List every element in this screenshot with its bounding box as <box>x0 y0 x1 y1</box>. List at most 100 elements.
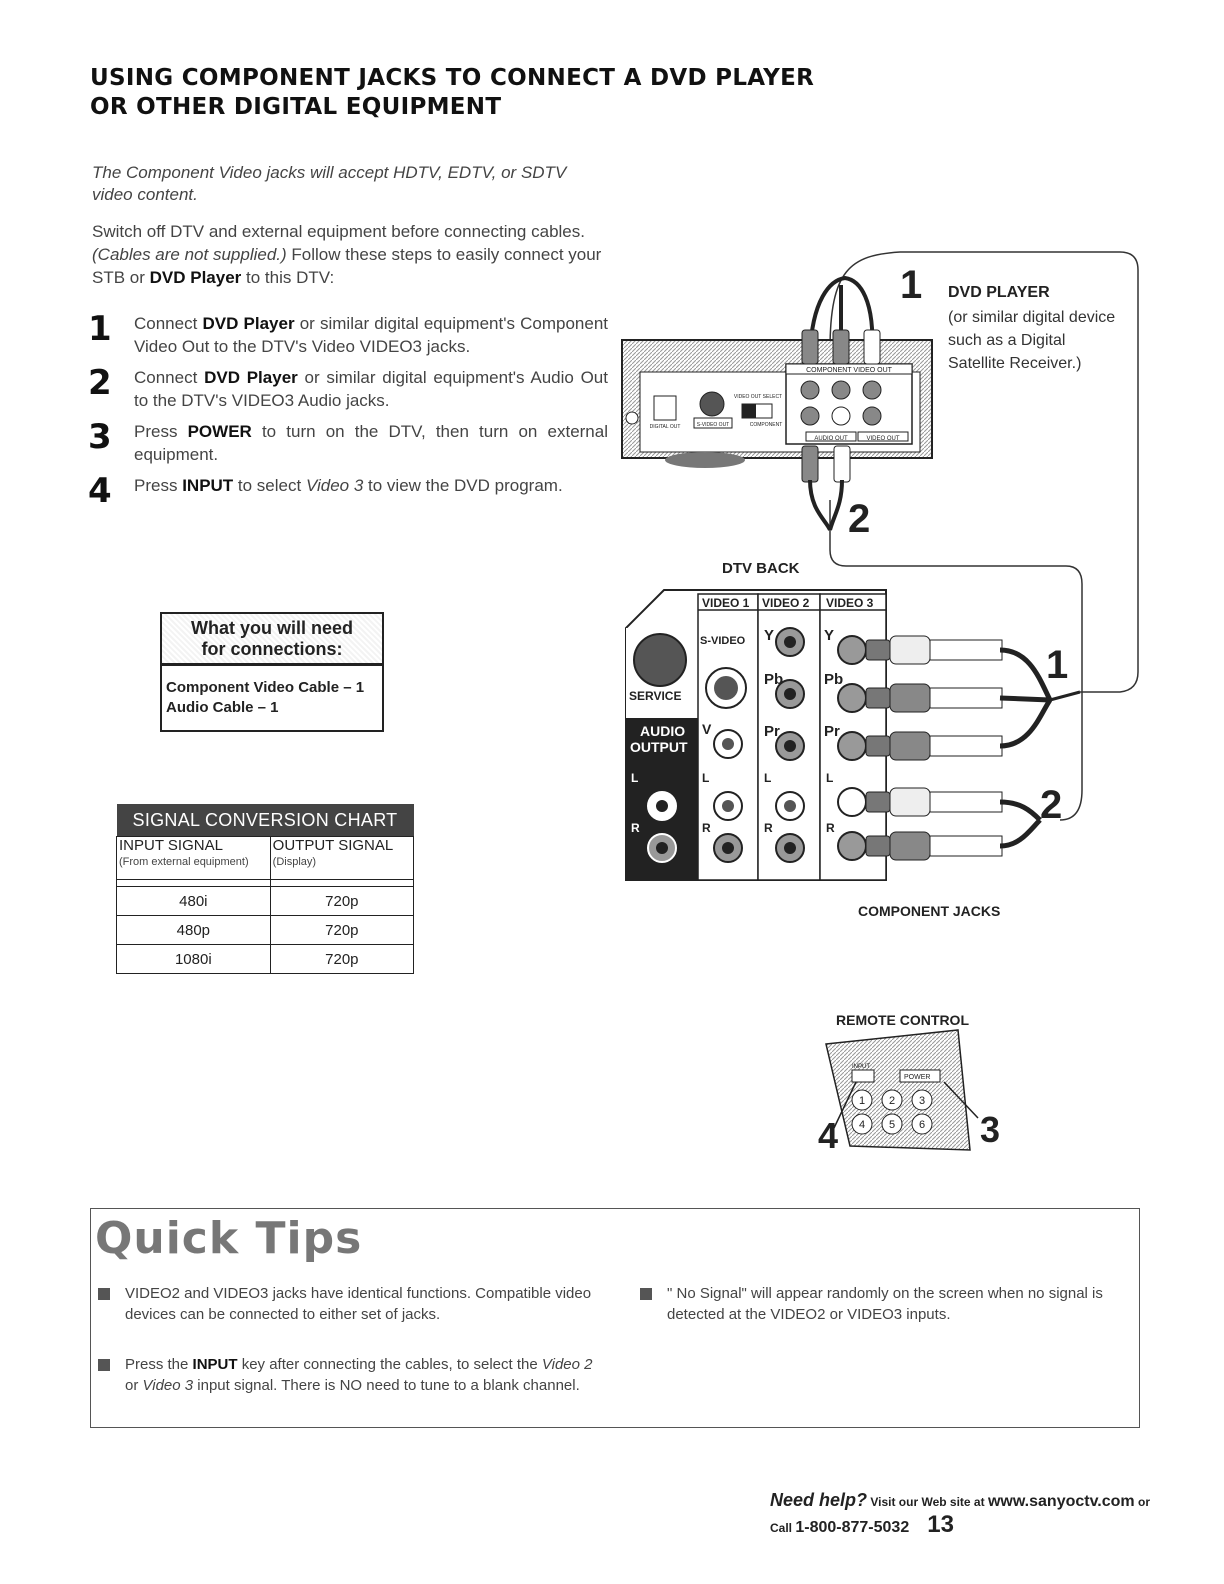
intro-italic: The Component Video jacks will accept HD… <box>92 163 567 204</box>
intro-bold: DVD Player <box>149 268 242 287</box>
callout-2-top: 2 <box>848 497 870 541</box>
step-text: Connect DVD Player or similar digital eq… <box>134 368 608 410</box>
intro-italic-note: (Cables are not supplied.) <box>92 245 287 264</box>
dvd-player-label: DVD PLAYER <box>948 284 1050 301</box>
needed-items-heading: What you will need for connections: <box>162 614 382 666</box>
tip-item: VIDEO2 and VIDEO3 jacks have identical f… <box>98 1283 595 1325</box>
dvd-player <box>621 339 933 468</box>
output-label: OUTPUT <box>630 739 688 755</box>
tip-item: " No Signal" will appear randomly on the… <box>640 1283 1137 1325</box>
phone-number: 1-800-877-5032 <box>795 1519 910 1536</box>
step-3: 3 Press POWER to turn on the DTV, then t… <box>88 417 608 466</box>
dtv-back-panel <box>625 589 887 881</box>
video3-y-label: Y <box>824 627 834 644</box>
quick-tips-title: Quick Tips <box>95 1213 363 1264</box>
remote-input-label: INPUT <box>852 1064 870 1070</box>
page-number: 13 <box>927 1511 954 1538</box>
video3-pr-label: Pr <box>824 723 840 740</box>
needed-item: Audio Cable – 1 <box>166 699 279 716</box>
remote-key: 5 <box>889 1119 895 1131</box>
intro-part1: Switch off DTV and external equipment be… <box>92 222 585 241</box>
output-cell: 720p <box>269 886 415 916</box>
component-plugs-top <box>801 329 881 365</box>
callout-outline-2 <box>829 500 1083 821</box>
callout-1-top: 1 <box>900 263 922 307</box>
step-4: 4 Press INPUT to select Video 3 to view … <box>88 471 608 514</box>
dtv-cables <box>999 647 1081 849</box>
remote-key: 1 <box>859 1095 865 1107</box>
video2-l-label: L <box>764 771 771 785</box>
video3-pb-label: Pb <box>824 671 843 688</box>
video3-l-label: L <box>826 771 833 785</box>
remote-power-label: POWER <box>904 1074 930 1081</box>
bullet-square-icon <box>98 1288 110 1300</box>
steps-list: 1 Connect DVD Player or similar digital … <box>88 309 609 522</box>
remote-key: 6 <box>919 1119 925 1131</box>
dvd-player-description: (or similar digital device such as a Dig… <box>948 309 1116 372</box>
remote-key: 2 <box>889 1095 895 1107</box>
bullet-square-icon <box>640 1288 652 1300</box>
audio-cable <box>801 445 851 531</box>
col-header-output: OUTPUT SIGNAL(Display) <box>269 836 415 880</box>
callout-4: 4 <box>818 1115 838 1156</box>
col-header-input: INPUT SIGNAL(From external equipment) <box>116 836 271 880</box>
tip-item: Press the INPUT key after connecting the… <box>98 1354 595 1396</box>
remote-control <box>825 1029 979 1151</box>
video1-r-label: R <box>702 821 711 835</box>
website-link[interactable]: www.sanyoctv.com <box>987 1493 1135 1510</box>
video1-label: VIDEO 1 <box>702 596 750 610</box>
page-footer: Need help? Visit our Web site at www.san… <box>770 1490 1150 1538</box>
dvd-svideo-out-label: S-VIDEO OUT <box>697 422 730 428</box>
bullet-square-icon <box>98 1359 110 1371</box>
signal-conversion-chart: SIGNAL CONVERSION CHART INPUT SIGNAL(Fro… <box>116 804 415 974</box>
svideo-label: S-VIDEO <box>700 635 746 647</box>
video1-l-label: L <box>702 771 709 785</box>
dvd-digital-out-label: DIGITAL OUT <box>650 424 681 430</box>
table-row: 1080i 720p <box>116 944 415 974</box>
step-text: Press INPUT to select Video 3 to view th… <box>134 476 563 495</box>
output-cell: 720p <box>269 944 415 974</box>
video2-y-label: Y <box>764 627 774 644</box>
step-text: Connect DVD Player or similar digital eq… <box>134 314 609 356</box>
component-jacks-label: COMPONENT JACKS <box>858 903 1001 919</box>
callout-3: 3 <box>980 1109 1000 1150</box>
callout-1-right: 1 <box>1046 643 1068 687</box>
dvd-video-out-label: VIDEO OUT <box>866 436 899 442</box>
callout-2-right: 2 <box>1040 783 1062 827</box>
video2-label: VIDEO 2 <box>762 596 810 610</box>
page-title-line1: USING COMPONENT JACKS TO CONNECT A DVD P… <box>90 65 815 91</box>
step-1: 1 Connect DVD Player or similar digital … <box>88 309 609 358</box>
intro-part3: to this DTV: <box>241 268 335 287</box>
dvd-component-label: COMPONENT <box>750 422 783 428</box>
video3-label: VIDEO 3 <box>826 596 874 610</box>
dtv-plugs <box>865 635 1003 861</box>
step-number: 3 <box>88 417 112 457</box>
video1-v-label: V <box>702 721 712 737</box>
dvd-video-out-select-label: VIDEO OUT SELECT <box>734 394 782 400</box>
step-number: 1 <box>88 309 112 349</box>
remote-control-label: REMOTE CONTROL <box>836 1012 969 1028</box>
step-number: 4 <box>88 471 112 511</box>
intro-paragraph: Switch off DTV and external equipment be… <box>92 220 602 289</box>
remote-key: 4 <box>859 1119 865 1131</box>
dtv-back-label: DTV BACK <box>722 560 800 577</box>
needed-items-box: What you will need for connections: Comp… <box>160 612 384 732</box>
input-cell: 1080i <box>116 944 271 974</box>
step-text: Press POWER to turn on the DTV, then tur… <box>134 422 608 464</box>
input-cell: 480i <box>116 886 271 916</box>
video2-pb-label: Pb <box>764 671 783 688</box>
video3-r-label: R <box>826 821 835 835</box>
service-label: SERVICE <box>629 689 681 703</box>
page-title: USING COMPONENT JACKS TO CONNECT A DVD P… <box>90 64 910 122</box>
dvd-audio-out-label: AUDIO OUT <box>814 436 848 442</box>
video2-r-label: R <box>764 821 773 835</box>
audio-r-label: R <box>631 821 640 835</box>
connection-diagram: COMPONENT VIDEO OUT AUDIO OUT VIDEO OUT … <box>621 251 1139 1156</box>
chart-caption: SIGNAL CONVERSION CHART <box>116 804 414 837</box>
step-2: 2 Connect DVD Player or similar digital … <box>88 364 608 412</box>
audio-l-label: L <box>631 771 638 785</box>
page-title-line2: OR OTHER DIGITAL EQUIPMENT <box>90 94 502 120</box>
dvd-component-out-label: COMPONENT VIDEO OUT <box>806 367 893 374</box>
needed-item: Component Video Cable – 1 <box>166 679 365 696</box>
table-row: 480i 720p <box>116 886 415 916</box>
